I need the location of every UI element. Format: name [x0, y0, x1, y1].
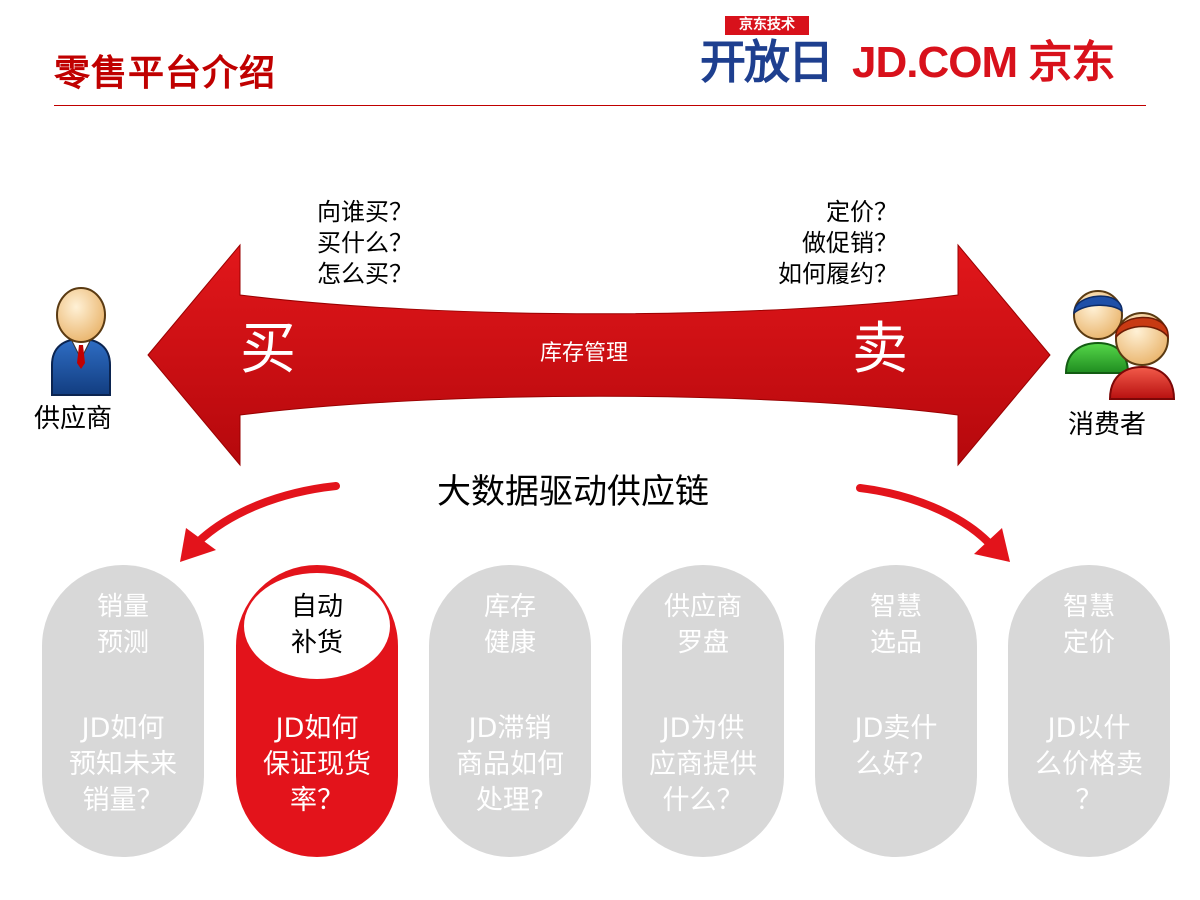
module-question-line: 率？: [290, 785, 344, 816]
module-heading: 供应商 罗盘: [622, 589, 784, 661]
module-question: JD滞销 商品如何 处理?: [429, 711, 591, 819]
module-question-line: JD卖什: [854, 713, 938, 744]
module-heading-line: 定价: [1062, 628, 1115, 658]
module-question-line: JD滞销: [468, 713, 552, 744]
buy-label: 买: [240, 317, 296, 382]
module-heading-line: 罗盘: [676, 628, 729, 658]
sell-question: 如何履约？: [778, 260, 898, 288]
module-heading: 自动 补货: [236, 589, 398, 661]
title-divider: [54, 105, 1146, 106]
module-question: JD以什 么价格卖 ？: [1008, 711, 1170, 819]
module-question: JD如何 保证现货 率？: [236, 711, 398, 819]
module-question-line: ？: [1075, 785, 1103, 816]
module-heading-line: 健康: [483, 628, 536, 658]
module-heading-line: 自动: [290, 592, 343, 622]
double-arrow-icon: [147, 243, 1051, 467]
module-question-line: 商品如何: [456, 749, 564, 780]
module-question-line: JD为供: [661, 713, 745, 744]
module-heading-line: 预测: [96, 628, 149, 658]
buy-question: 向谁买？: [317, 198, 413, 226]
module-heading-line: 补货: [290, 628, 343, 658]
buy-questions: 向谁买？ 买什么？ 怎么买？: [317, 197, 413, 290]
module-heading-line: 库存: [483, 592, 536, 622]
module-question: JD卖什 么好？: [815, 711, 977, 783]
module-heading: 销量 预测: [42, 589, 204, 661]
module-smart-pricing[interactable]: 智慧 定价 JD以什 么价格卖 ？: [1008, 565, 1170, 857]
curved-arrows-icon: [180, 482, 1010, 562]
module-heading-line: 销量: [96, 592, 149, 622]
supplier-label: 供应商: [34, 404, 113, 434]
module-question-line: 应商提供: [649, 749, 757, 780]
inventory-management-label: 库存管理: [540, 341, 629, 366]
module-heading: 库存 健康: [429, 589, 591, 661]
module-question-line: JD如何: [81, 713, 165, 744]
sell-question: 定价？: [826, 198, 898, 226]
buy-question: 买什么？: [317, 229, 413, 257]
module-heading-line: 选品: [869, 628, 922, 658]
module-supplier-compass[interactable]: 供应商 罗盘 JD为供 应商提供 什么？: [622, 565, 784, 857]
module-question-line: 处理?: [475, 785, 545, 816]
buy-question: 怎么买？: [317, 260, 413, 288]
module-question: JD为供 应商提供 什么？: [622, 711, 784, 819]
open-day-logo-main: 开放日: [700, 35, 834, 89]
module-question-line: 销量？: [82, 785, 164, 816]
module-sales-forecast[interactable]: 销量 预测 JD如何 预知未来 销量？: [42, 565, 204, 857]
sell-label: 卖: [852, 317, 908, 382]
module-heading: 智慧 选品: [815, 589, 977, 661]
consumer-label: 消费者: [1068, 410, 1147, 440]
module-question: JD如何 预知未来 销量？: [42, 711, 204, 819]
sell-question: 做促销？: [802, 229, 898, 257]
subtitle: 大数据驱动供应链: [437, 472, 709, 512]
open-day-logo-top: 京东技术: [725, 16, 809, 35]
module-heading: 智慧 定价: [1008, 589, 1170, 661]
module-heading-line: 智慧: [869, 592, 922, 622]
module-heading-cap: [244, 573, 390, 679]
jd-logo: JD.COM 京东: [852, 38, 1115, 87]
page-title: 零售平台介绍: [54, 53, 277, 94]
module-question-line: 么价格卖: [1035, 749, 1143, 780]
module-question-line: JD以什: [1047, 713, 1131, 744]
module-question-line: 预知未来: [69, 749, 177, 780]
open-day-logo: 京东技术 开放日: [700, 16, 834, 90]
module-question-line: JD如何: [275, 713, 359, 744]
module-question-line: 么好？: [855, 749, 937, 780]
users-icon: [1064, 290, 1176, 400]
module-heading-line: 供应商: [663, 592, 742, 622]
module-inventory-health[interactable]: 库存 健康 JD滞销 商品如何 处理?: [429, 565, 591, 857]
module-question-line: 保证现货: [263, 749, 371, 780]
sell-questions: 定价？ 做促销？ 如何履约？: [778, 197, 898, 290]
module-smart-selection[interactable]: 智慧 选品 JD卖什 么好？: [815, 565, 977, 857]
businessman-icon: [51, 287, 111, 396]
module-question-line: 什么？: [662, 785, 744, 816]
module-auto-replenishment[interactable]: 自动 补货 JD如何 保证现货 率？: [236, 565, 398, 857]
module-heading-line: 智慧: [1062, 592, 1115, 622]
